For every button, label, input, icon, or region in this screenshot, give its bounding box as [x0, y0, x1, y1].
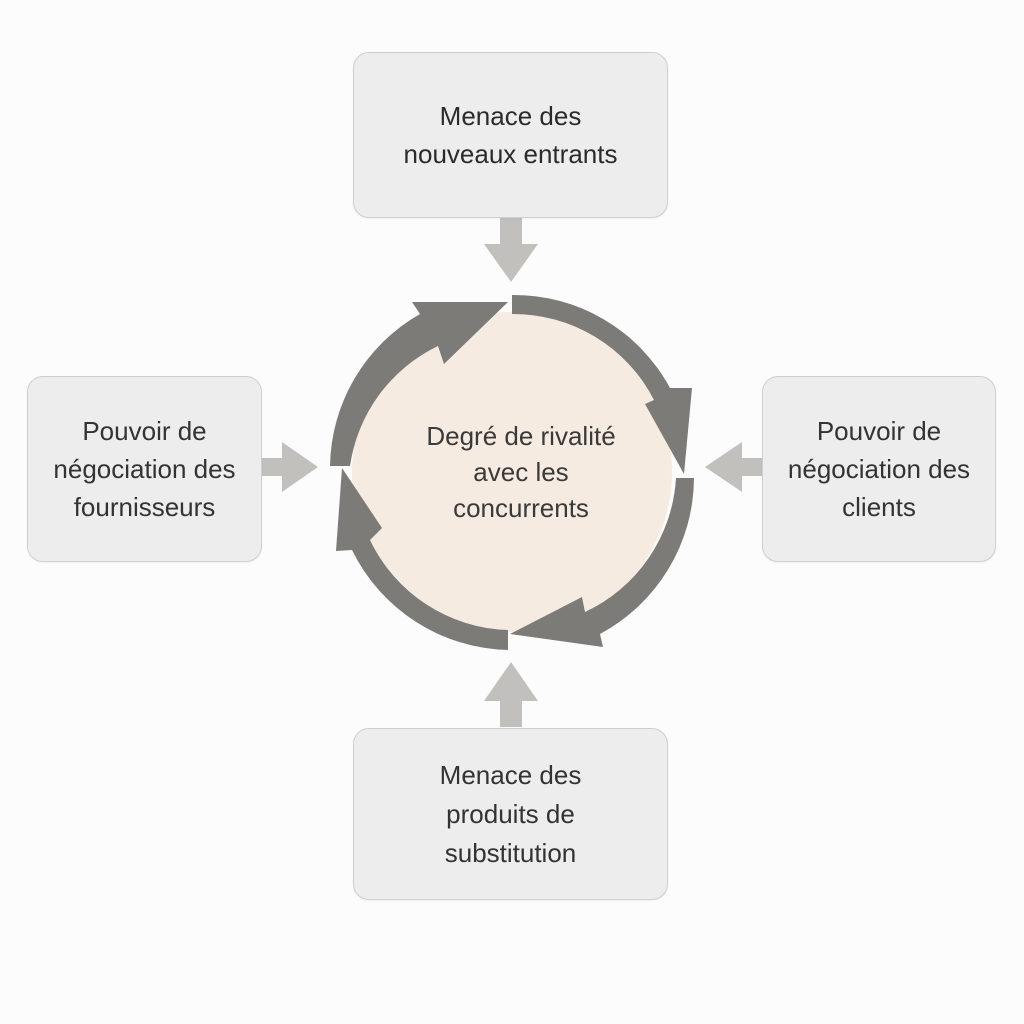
- cycle-arrow-top-left: [330, 302, 508, 466]
- force-label-line: substitution: [444, 837, 577, 868]
- rivalry-label: Degré de rivalité avec les concurrents: [392, 418, 650, 526]
- arrow-from-bottom: [484, 662, 538, 727]
- force-box-suppliers: Pouvoir de négociation des fournisseurs: [27, 376, 262, 562]
- cycle-arrow-top-right: [512, 294, 692, 474]
- cycle-arrows: [330, 294, 694, 650]
- force-label-line: nouveaux entrants: [403, 139, 618, 169]
- arrow-from-left: [262, 442, 318, 492]
- arrow-from-top: [484, 218, 538, 282]
- force-label-line: fournisseurs: [73, 492, 216, 522]
- force-label-line: négociation des: [53, 454, 236, 484]
- cycle-arrow-bottom-left: [336, 468, 508, 650]
- force-box-new-entrants: Menace des nouveaux entrants: [353, 52, 668, 218]
- force-label-line: clients: [842, 492, 916, 522]
- force-box-clients: Pouvoir de négociation des clients: [762, 376, 996, 562]
- cycle-arrow-bottom-right: [510, 478, 694, 647]
- force-label-line: Pouvoir de: [82, 416, 207, 446]
- rivalry-label-line: concurrents: [453, 493, 589, 523]
- rivalry-label-line: avec les: [473, 457, 569, 487]
- force-label-line: produits de: [446, 798, 575, 829]
- force-label-line: Menace des: [439, 101, 582, 131]
- rivalry-label-line: Degré de rivalité: [426, 421, 616, 451]
- rivalry-circle: [352, 312, 672, 632]
- arrow-from-right: [705, 442, 762, 492]
- force-label-line: Menace des: [439, 759, 582, 790]
- force-box-substitutes: Menace des produits de substitution: [353, 728, 668, 900]
- input-arrows: [262, 218, 762, 727]
- force-label-line: négociation des: [787, 454, 971, 484]
- force-label-line: Pouvoir de: [816, 416, 942, 446]
